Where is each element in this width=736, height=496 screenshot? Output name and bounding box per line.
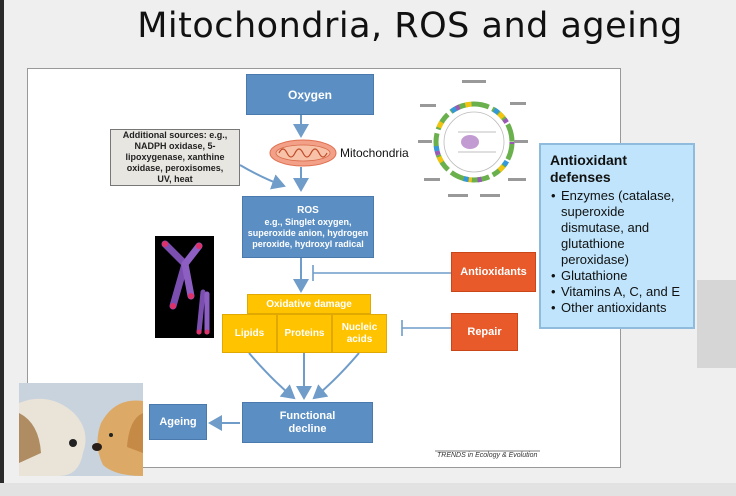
sources-line: Additional sources: e.g., xyxy=(122,130,228,140)
oxygen-box: Oxygen xyxy=(246,74,374,115)
lipids-label: Lipids xyxy=(234,328,265,339)
arrow-nucleic-decline xyxy=(312,352,360,400)
chromosome-image xyxy=(155,236,214,338)
functional-decline-box: Functional decline xyxy=(242,402,373,443)
antioxidants-label: Antioxidants xyxy=(460,266,527,278)
callout-heading: defenses xyxy=(550,169,611,185)
ros-title: ROS xyxy=(297,204,319,216)
sources-line: UV, heat xyxy=(157,174,193,184)
mitochondrial-genome-map xyxy=(418,80,528,197)
additional-sources-box: Additional sources: e.g., NADPH oxidase,… xyxy=(110,129,240,186)
mitochondria-label: Mitochondria xyxy=(340,146,409,160)
oxidative-damage-box: Oxidative damage xyxy=(247,294,371,314)
background-strip xyxy=(697,280,736,368)
dogs-photo xyxy=(19,383,143,476)
ros-box: ROS e.g., Singlet oxygen, superoxide ani… xyxy=(242,196,374,258)
proteins-box: Proteins xyxy=(277,314,332,353)
proteins-label: Proteins xyxy=(284,328,325,339)
source-credit: TRENDS in Ecology & Evolution xyxy=(437,452,538,459)
callout-heading: Antioxidant xyxy=(550,152,627,168)
functional-decline-label: Functional xyxy=(279,409,336,422)
bottom-bar xyxy=(0,483,736,496)
arrow-sources-ros xyxy=(239,164,286,190)
antioxidant-defenses-callout: Antioxidant defenses Enzymes (catalase, … xyxy=(539,143,695,329)
nucleic-acids-label: acids xyxy=(346,333,373,345)
callout-item: Glutathione xyxy=(551,268,687,284)
nucleic-acids-box: Nucleic acids xyxy=(332,314,387,353)
chromosome-icon xyxy=(161,240,210,335)
repair-label: Repair xyxy=(467,326,502,338)
sources-line: oxidase, peroxisomes, xyxy=(126,163,224,173)
lipids-box: Lipids xyxy=(222,314,277,353)
callout-item: Vitamins A, C, and E xyxy=(551,284,687,300)
arrow-lipids-decline xyxy=(248,352,296,400)
ros-detail-line: e.g., Singlet oxygen, xyxy=(264,216,352,227)
callout-list: Enzymes (catalase, superoxide dismutase,… xyxy=(550,188,687,316)
callout-item: Enzymes (catalase, superoxide dismutase,… xyxy=(551,188,687,268)
sources-line: NADPH oxidase, 5- xyxy=(134,141,216,151)
repair-box: Repair xyxy=(451,313,518,351)
ageing-label: Ageing xyxy=(159,416,197,428)
ros-detail-line: superoxide anion, hydrogen xyxy=(247,227,369,238)
oxygen-label: Oxygen xyxy=(287,87,332,102)
ageing-box: Ageing xyxy=(149,404,207,440)
sources-line: lipoxygenase, xanthine xyxy=(125,152,225,162)
antioxidants-box: Antioxidants xyxy=(451,252,536,292)
slide-title: Mitochondria, ROS and ageing xyxy=(137,6,683,46)
nucleic-acids-label: Nucleic xyxy=(341,321,378,333)
ros-detail-line: peroxide, hydroxyl radical xyxy=(252,238,364,249)
dogs-image xyxy=(19,383,143,476)
mitochondrion-icon xyxy=(269,139,337,167)
oxidative-damage-label: Oxidative damage xyxy=(266,298,352,310)
functional-decline-label: decline xyxy=(288,422,327,435)
window-edge xyxy=(0,0,4,496)
callout-item: Other antioxidants xyxy=(551,300,687,316)
